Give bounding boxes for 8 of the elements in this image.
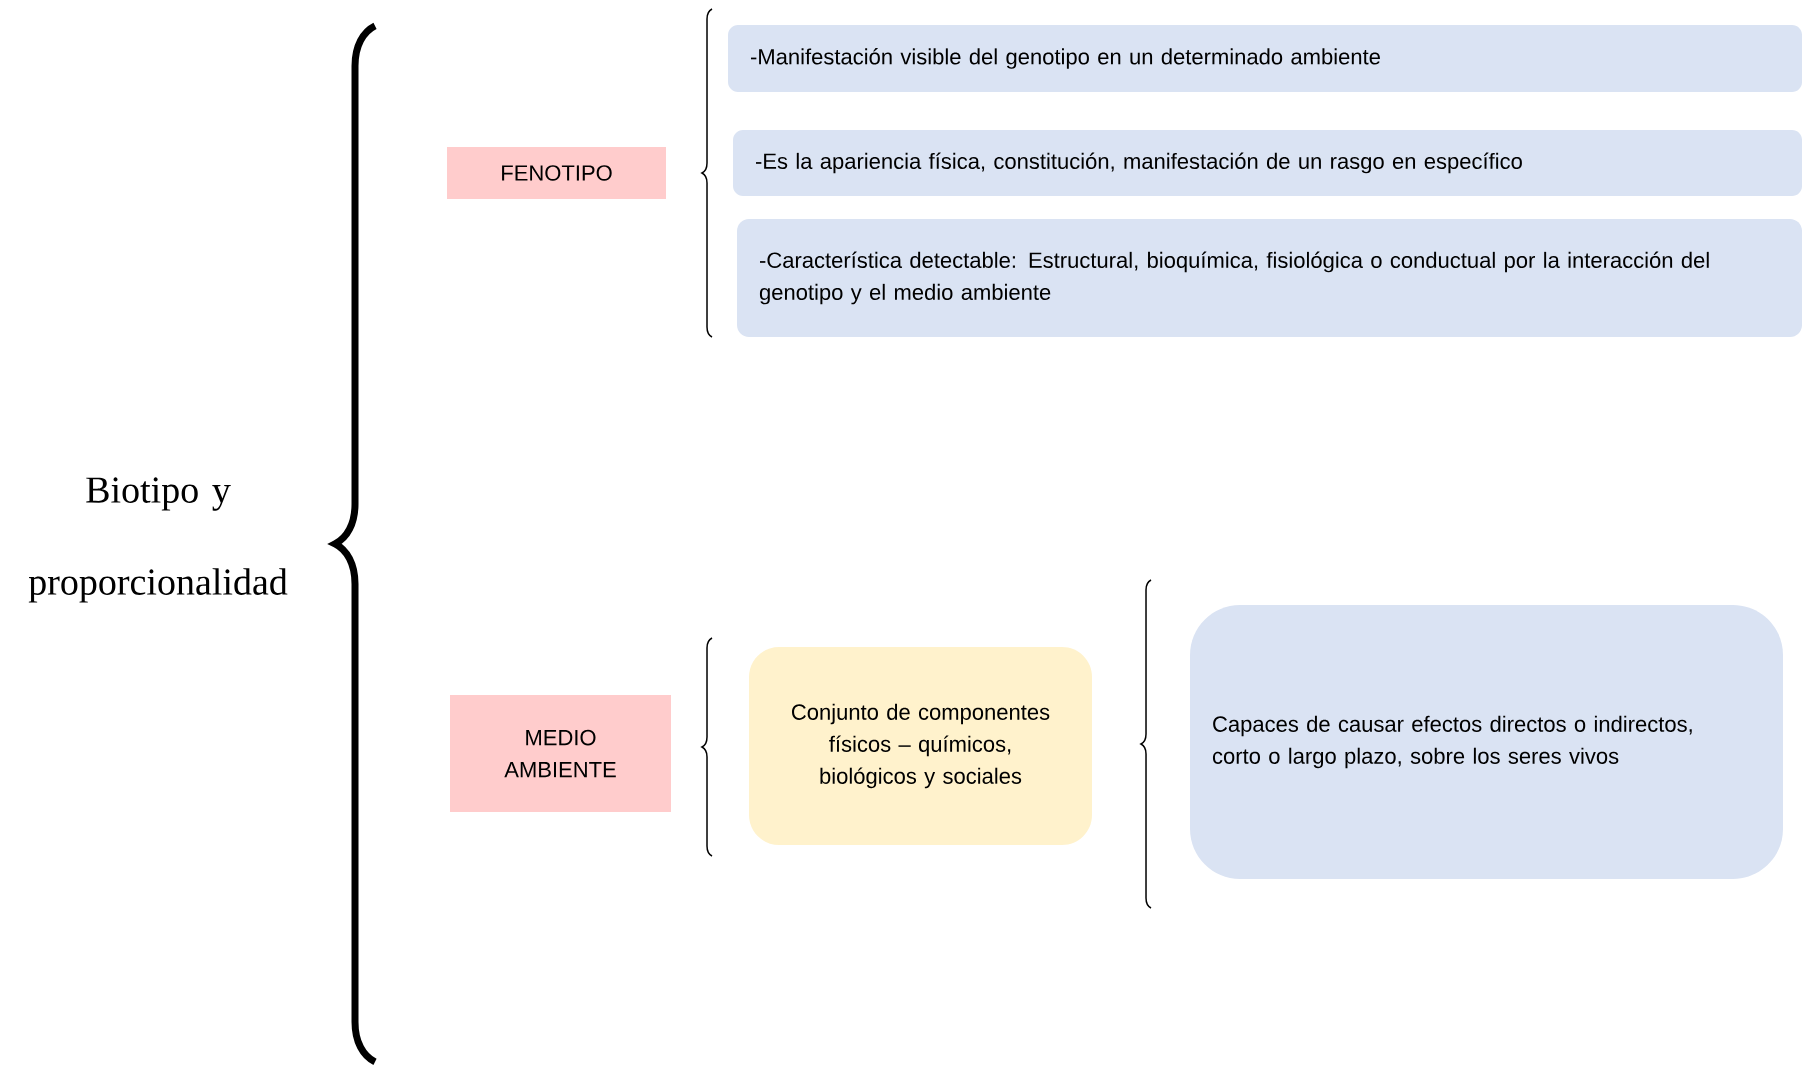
description-box: -Manifestación visible del genotipo en un determinado ambiente xyxy=(728,25,1802,92)
description-box: -Es la apariencia física, constitución, manifestación de un rasgo en específico xyxy=(733,130,1802,196)
description-box: -Característica detectable: Estructural, bioquímica, fisiológica o conductual por la interacción del genotipo y el medio ambiente xyxy=(737,219,1802,337)
description-box: Conjunto de componentes físicos – químicos, biológicos y sociales xyxy=(749,647,1092,845)
title-text: Biotipo y proporcionalidad xyxy=(28,477,288,603)
description-box: Capaces de causar efectos directos o indirectos, corto o largo plazo, sobre los seres vivos xyxy=(1190,605,1783,879)
category-box: MEDIO AMBIENTE xyxy=(450,695,671,812)
category-box: FENOTIPO xyxy=(447,147,666,199)
